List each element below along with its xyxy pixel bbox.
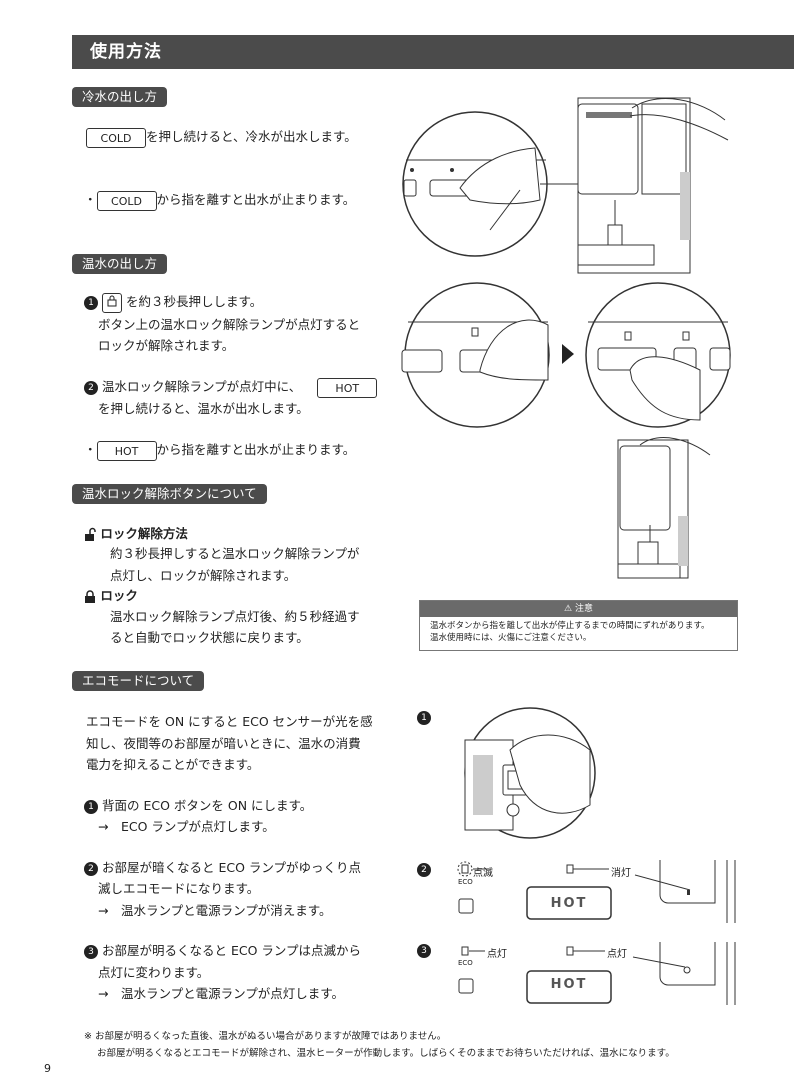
eco-fig1-number: 1 (417, 709, 435, 725)
hot-button-label-2: HOT (96, 440, 157, 461)
eco-fig3-number: 3 (417, 942, 435, 958)
eco-fig3-hot: HOT (550, 977, 588, 992)
eco-step2-b: 滅しエコモードになります。 (98, 881, 260, 896)
caution-line2: 温水使用時には、火傷にご注意ください。 (430, 633, 592, 643)
unlock-line2: 点灯し、ロックが解除されます。 (110, 568, 297, 583)
caution-line1: 温水ボタンから指を離して出水が停止するまでの時間にずれがあります。 (430, 621, 710, 631)
eco-intro2: 知し、夜間等のお部屋が暗いときに、温水の消費 (86, 736, 361, 751)
section-label-cold: 冷水の出し方 (72, 87, 168, 107)
eco-step1-sub: → ECO ランプが点灯します。 (98, 819, 275, 834)
eco-fig2 (457, 860, 736, 923)
cold-button-label: COLD (86, 127, 146, 148)
section-label-lock: 温水ロック解除ボタンについて (72, 484, 267, 504)
warning-icon: ⚠ (564, 604, 573, 614)
cold-illustration (402, 97, 729, 274)
lock-closed-icon (85, 589, 95, 603)
unlock-title: ロック解除方法 (84, 524, 188, 544)
caution-header: ⚠ 注意 (420, 601, 737, 617)
eco-fig3-on2: 点灯 (607, 949, 627, 960)
footnote-line1: ※ お部屋が明るくなった直後、温水がぬるい場合がありますが故障ではありません。 (84, 1031, 447, 1042)
hot-step1: 1 を約３秒長押しします。 (84, 292, 262, 313)
page-number: 9 (44, 1062, 51, 1075)
eco-fig3-eco: ECO (458, 959, 473, 967)
eco-fig2-number: 2 (417, 861, 435, 877)
lock-icon (102, 292, 122, 313)
eco-step3-b: 点灯に変わります。 (98, 965, 210, 980)
unlock-icon (85, 527, 96, 541)
eco-intro3: 電力を抑えることができます。 (86, 757, 260, 772)
eco-fig3 (458, 942, 736, 1005)
eco-step2-sub: → 温水ランプと電源ランプが消えます。 (98, 903, 332, 918)
eco-fig2-eco: ECO (458, 878, 473, 886)
caution-box: ⚠ 注意 温水ボタンから指を離して出水が停止するまでの時間にずれがあります。 温… (419, 600, 738, 651)
hot-button-label: HOT (317, 377, 378, 398)
hot-step1-sub2: ロックが解除されます。 (98, 338, 235, 353)
cold-button-label-2: COLD (96, 190, 157, 211)
footnote-line2: お部屋が明るくなるとエコモードが解除され、温水ヒーターが作動します。しばらくその… (97, 1048, 675, 1059)
lock-line1: 温水ロック解除ランプ点灯後、約５秒経過す (110, 609, 360, 624)
lock-line2: ると自動でロック状態に戻ります。 (110, 630, 309, 645)
lock-title: ロック (84, 586, 138, 606)
hot-illustration (401, 282, 731, 579)
unlock-line1: 約３秒長押しすると温水ロック解除ランプが (110, 546, 360, 561)
section-label-eco: エコモードについて (72, 671, 205, 691)
section-label-hot: 温水の出し方 (72, 254, 168, 274)
eco-fig2-hot: HOT (550, 896, 588, 911)
eco-fig1 (464, 707, 596, 839)
hot-step1-sub1: ボタン上の温水ロック解除ランプが点灯すると (98, 317, 361, 332)
page-title: 使用方法 (72, 35, 794, 69)
eco-fig2-off: 消灯 (611, 868, 631, 879)
eco-fig3-on1: 点灯 (487, 949, 507, 960)
eco-fig2-blink: 点滅 (473, 868, 493, 879)
hot-step2-sub: を押し続けると、温水が出水します。 (98, 401, 309, 416)
eco-step3-sub: → 温水ランプと電源ランプが点灯します。 (98, 986, 344, 1001)
eco-intro1: エコモードを ON にすると ECO センサーが光を感 (86, 714, 373, 729)
